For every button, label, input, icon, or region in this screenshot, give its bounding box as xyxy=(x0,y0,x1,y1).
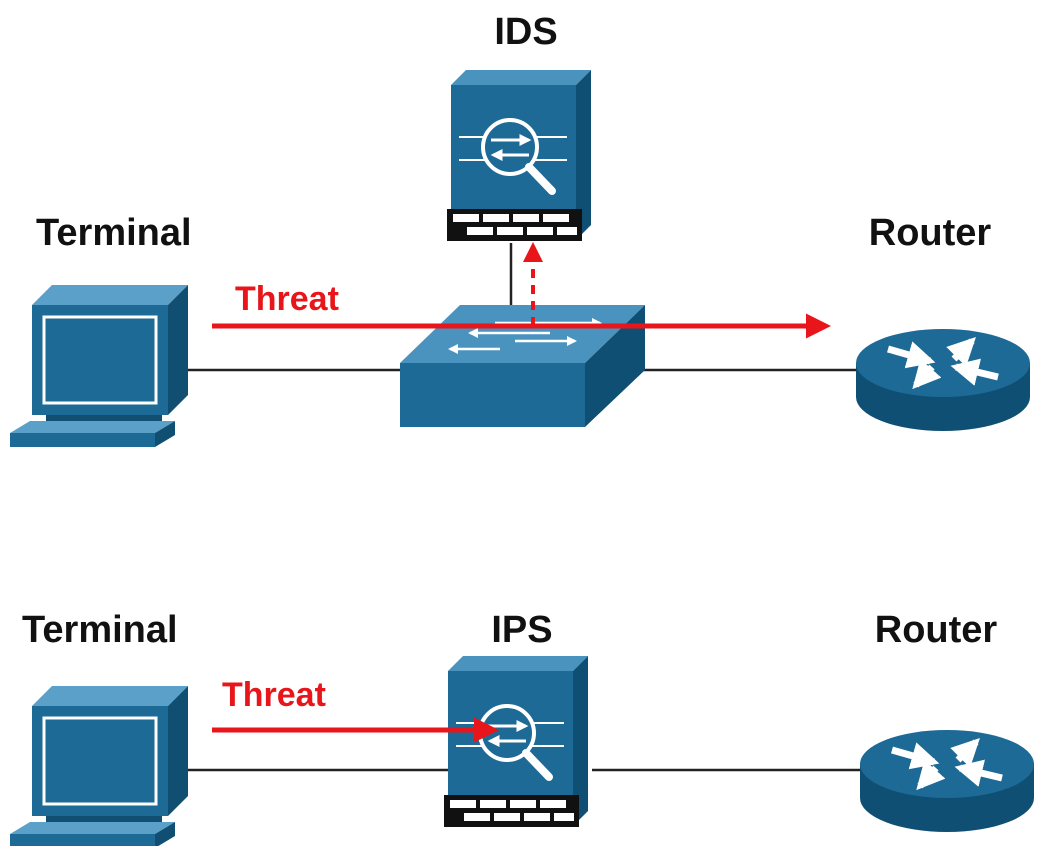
router-label: Router xyxy=(869,212,992,254)
threat-label: Threat xyxy=(222,676,326,714)
terminal-icon xyxy=(10,686,188,846)
ips-label: IPS xyxy=(491,609,552,651)
ips-scenario: Terminal IPS Router Threat xyxy=(10,609,1034,846)
router-icon xyxy=(856,329,1030,431)
terminal-label: Terminal xyxy=(36,212,192,254)
router-icon xyxy=(860,730,1034,832)
threat-label: Threat xyxy=(235,280,339,318)
ids-label: IDS xyxy=(494,11,557,53)
router-label: Router xyxy=(875,609,998,651)
terminal-label: Terminal xyxy=(22,609,178,651)
terminal-icon xyxy=(10,285,188,447)
ids-appliance-icon xyxy=(447,70,591,241)
switch-icon xyxy=(400,305,645,427)
ips-appliance-icon xyxy=(444,656,588,827)
ids-scenario: Terminal IDS Router Threat xyxy=(10,11,1030,447)
